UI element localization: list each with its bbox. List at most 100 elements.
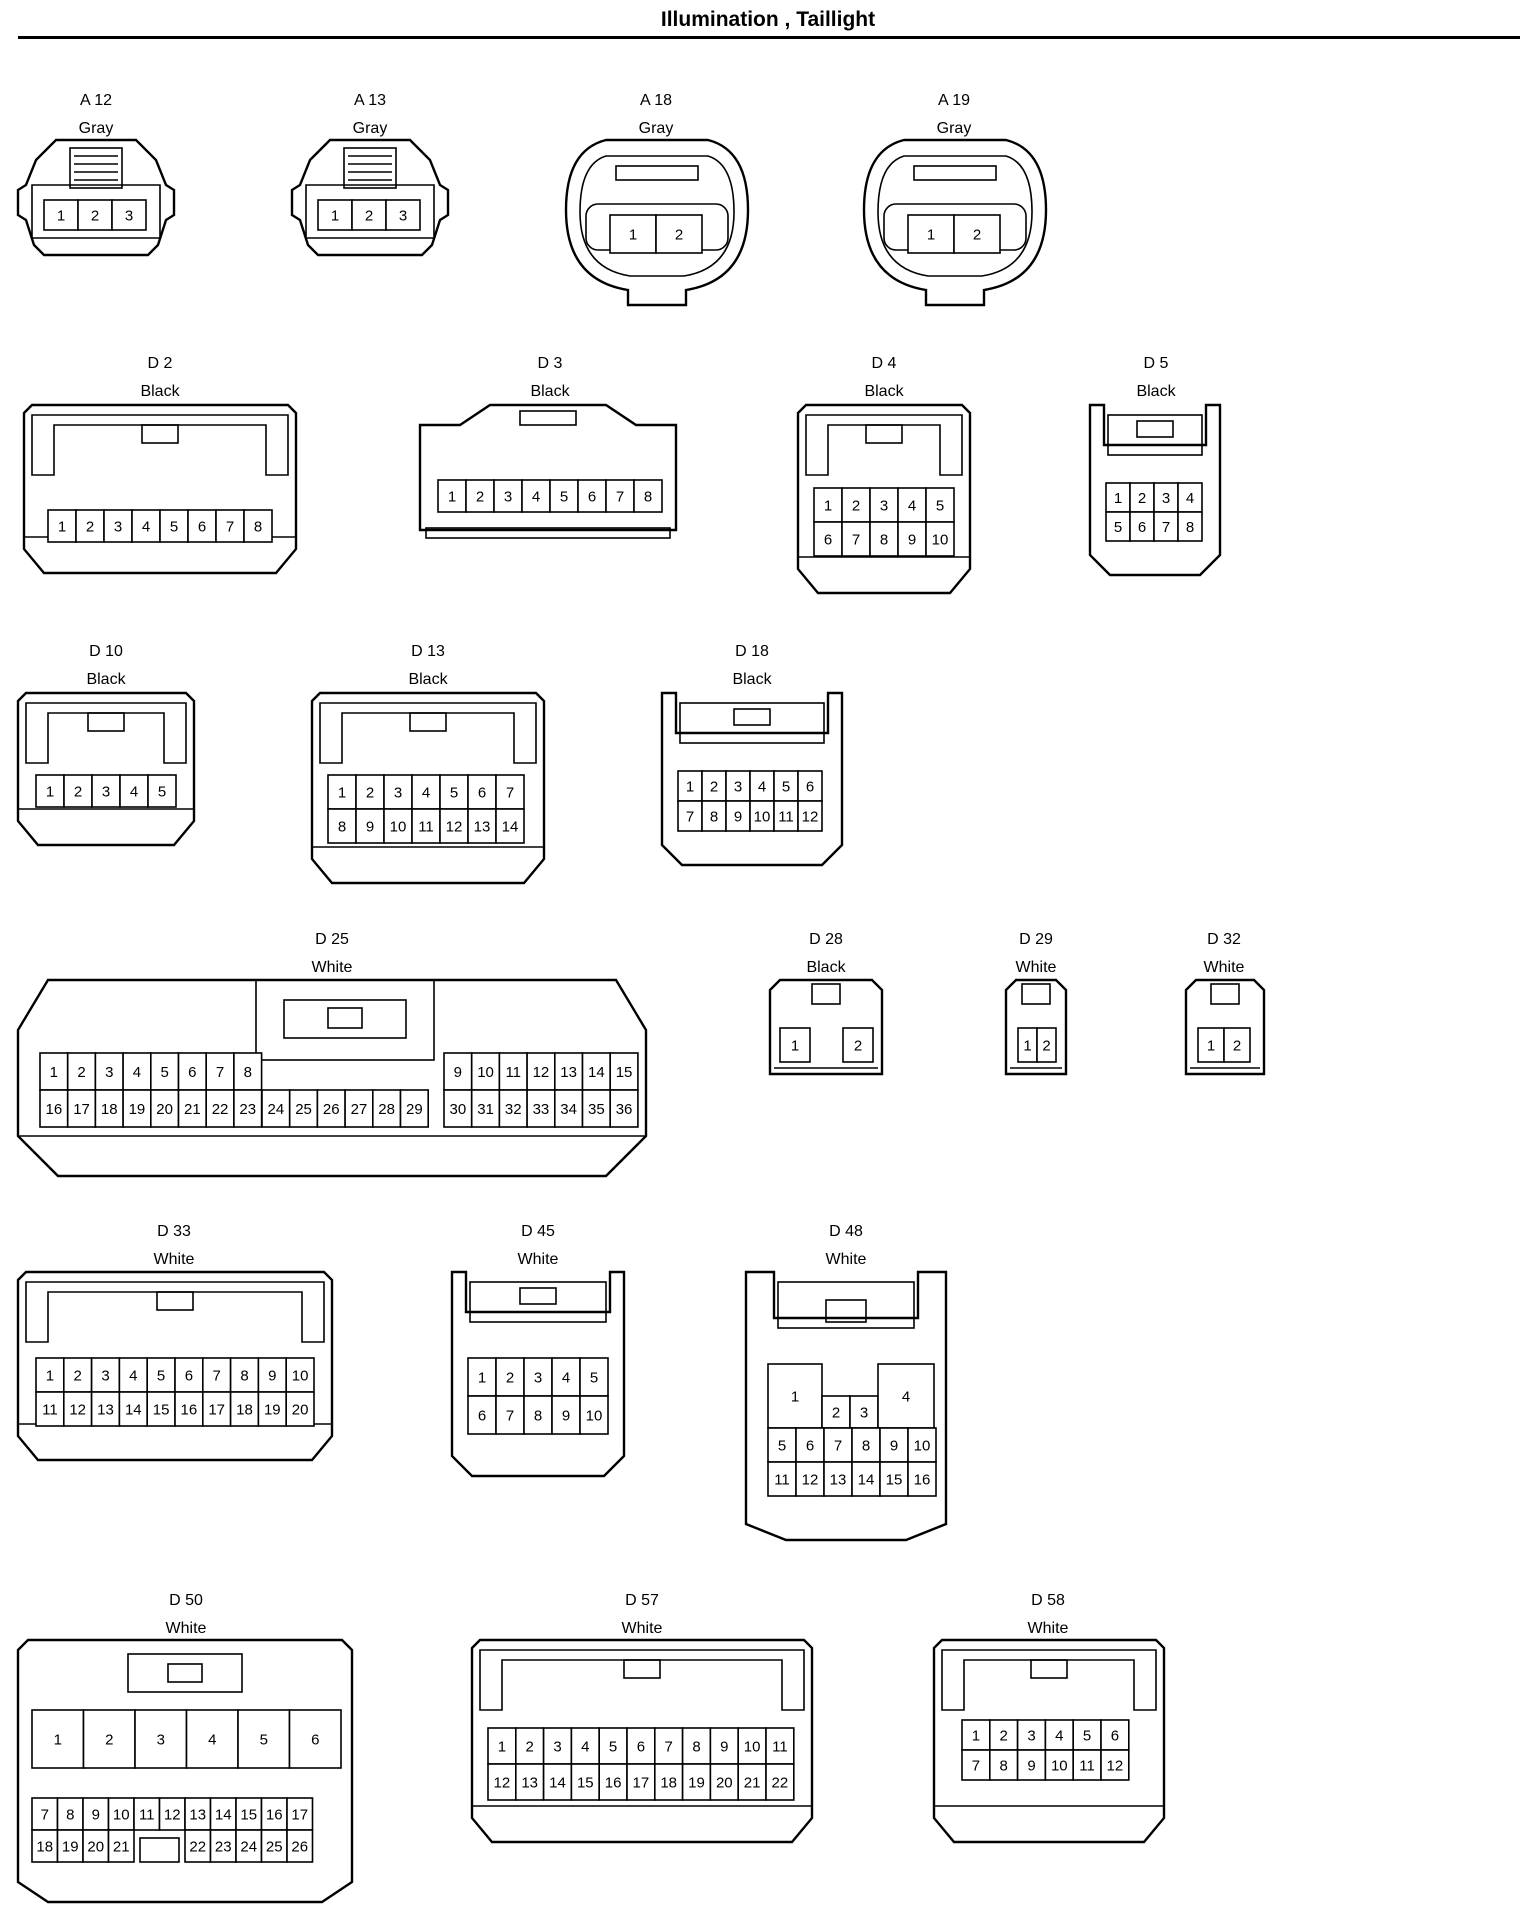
pin-cell: 2 bbox=[355, 774, 385, 810]
svg-text:14: 14 bbox=[588, 1064, 605, 1081]
svg-text:8: 8 bbox=[244, 1064, 252, 1081]
svg-text:2: 2 bbox=[86, 519, 94, 536]
pin-cell: 36 bbox=[609, 1089, 639, 1128]
pin-cell: 11 bbox=[498, 1052, 528, 1091]
svg-text:24: 24 bbox=[240, 1839, 257, 1856]
pin-cell: 26 bbox=[316, 1089, 346, 1128]
pin-cell: 2 bbox=[842, 1027, 874, 1063]
pin-cell: 14 bbox=[542, 1763, 573, 1801]
pin-cell: 2 bbox=[1223, 1027, 1251, 1063]
connector-color-label: Gray bbox=[936, 120, 972, 137]
pin-cell: 5 bbox=[159, 509, 189, 543]
svg-text:2: 2 bbox=[675, 227, 683, 244]
svg-text:4: 4 bbox=[908, 498, 916, 515]
pin-cell: 2 bbox=[953, 214, 1001, 254]
svg-text:3: 3 bbox=[102, 784, 110, 801]
pin-cell: 8 bbox=[869, 521, 899, 557]
pin-cell: 7 bbox=[495, 1395, 525, 1435]
pin-cell: 4 bbox=[185, 1709, 239, 1769]
svg-text:1: 1 bbox=[46, 1368, 54, 1385]
svg-text:10: 10 bbox=[477, 1064, 494, 1081]
pin-cell: 4 bbox=[118, 1357, 149, 1393]
pin-cell: 13 bbox=[184, 1797, 212, 1831]
svg-text:6: 6 bbox=[198, 519, 206, 536]
pin-cell: 16 bbox=[39, 1089, 69, 1128]
svg-text:8: 8 bbox=[66, 1807, 74, 1824]
svg-text:2: 2 bbox=[365, 208, 373, 225]
svg-text:2: 2 bbox=[91, 208, 99, 225]
svg-text:4: 4 bbox=[142, 519, 150, 536]
svg-text:5: 5 bbox=[157, 1368, 165, 1385]
svg-text:7: 7 bbox=[226, 519, 234, 536]
pin-cell: 21 bbox=[177, 1089, 208, 1128]
connector-color-label: White bbox=[165, 1620, 207, 1637]
svg-text:5: 5 bbox=[1114, 519, 1122, 536]
pin-cell: 5 bbox=[579, 1357, 609, 1397]
connector-id-label: D 29 bbox=[1019, 931, 1053, 948]
svg-text:20: 20 bbox=[716, 1775, 733, 1792]
svg-text:1: 1 bbox=[791, 1389, 799, 1406]
svg-text:8: 8 bbox=[880, 532, 888, 549]
svg-text:18: 18 bbox=[36, 1839, 53, 1856]
svg-text:22: 22 bbox=[772, 1775, 789, 1792]
svg-text:7: 7 bbox=[834, 1438, 842, 1455]
pin-cell: 1 bbox=[43, 199, 79, 231]
svg-text:13: 13 bbox=[189, 1807, 206, 1824]
pin-cell: 3 bbox=[111, 199, 147, 231]
pin-cell: 33 bbox=[526, 1089, 556, 1128]
pin-cell: 8 bbox=[681, 1727, 712, 1765]
pin-cell: 19 bbox=[56, 1829, 84, 1863]
pin-cell: 6 bbox=[187, 509, 217, 543]
svg-text:28: 28 bbox=[378, 1101, 395, 1118]
svg-text:10: 10 bbox=[292, 1368, 309, 1385]
pin-cell: 22 bbox=[205, 1089, 235, 1128]
svg-text:19: 19 bbox=[129, 1101, 146, 1118]
pin-cell: 8 bbox=[988, 1749, 1019, 1781]
pin-cell: 20 bbox=[709, 1763, 740, 1801]
pin-cell: 13 bbox=[514, 1763, 545, 1801]
svg-text:2: 2 bbox=[710, 779, 718, 796]
pin-cell: 3 bbox=[383, 774, 413, 810]
pin-cell: 5 bbox=[1105, 511, 1131, 542]
svg-text:32: 32 bbox=[505, 1101, 522, 1118]
svg-text:25: 25 bbox=[295, 1101, 312, 1118]
svg-text:4: 4 bbox=[1186, 490, 1194, 507]
pin-cell: 3 bbox=[725, 770, 751, 802]
pin-cell: 1 bbox=[467, 1357, 497, 1397]
pin-cell: 1 bbox=[779, 1027, 811, 1063]
svg-text:8: 8 bbox=[1186, 519, 1194, 536]
pin-cell: 24 bbox=[261, 1089, 291, 1128]
pin-cell: 4 bbox=[1177, 482, 1203, 513]
pin-cell: 3 bbox=[103, 509, 133, 543]
svg-text:10: 10 bbox=[932, 532, 949, 549]
svg-text:3: 3 bbox=[101, 1368, 109, 1385]
pin-cell: 9 bbox=[443, 1052, 473, 1091]
pin-cell: 13 bbox=[90, 1391, 121, 1427]
svg-text:21: 21 bbox=[113, 1839, 130, 1856]
svg-text:1: 1 bbox=[1023, 1038, 1031, 1055]
pin-cell: 10 bbox=[907, 1427, 937, 1463]
pin-cell: 1 bbox=[39, 1052, 69, 1091]
svg-text:4: 4 bbox=[129, 1368, 137, 1385]
svg-text:31: 31 bbox=[477, 1101, 494, 1118]
pin-cell: 6 bbox=[626, 1727, 656, 1765]
svg-text:11: 11 bbox=[505, 1064, 521, 1081]
svg-text:16: 16 bbox=[605, 1775, 622, 1792]
pin-cell: 15 bbox=[570, 1763, 601, 1801]
pin-cell: 9 bbox=[1016, 1749, 1047, 1781]
connector-id-label: D 25 bbox=[315, 931, 349, 948]
pin-cell: 3 bbox=[91, 774, 121, 808]
svg-text:1: 1 bbox=[478, 1370, 486, 1387]
pin-cell: 7 bbox=[961, 1749, 991, 1781]
svg-text:5: 5 bbox=[782, 779, 790, 796]
connector-color-label: Black bbox=[1136, 383, 1176, 400]
pin-cell: 22 bbox=[184, 1829, 212, 1863]
pin-cell: 16 bbox=[174, 1391, 204, 1427]
svg-text:5: 5 bbox=[560, 489, 568, 506]
connector-color-label: Black bbox=[732, 671, 772, 688]
